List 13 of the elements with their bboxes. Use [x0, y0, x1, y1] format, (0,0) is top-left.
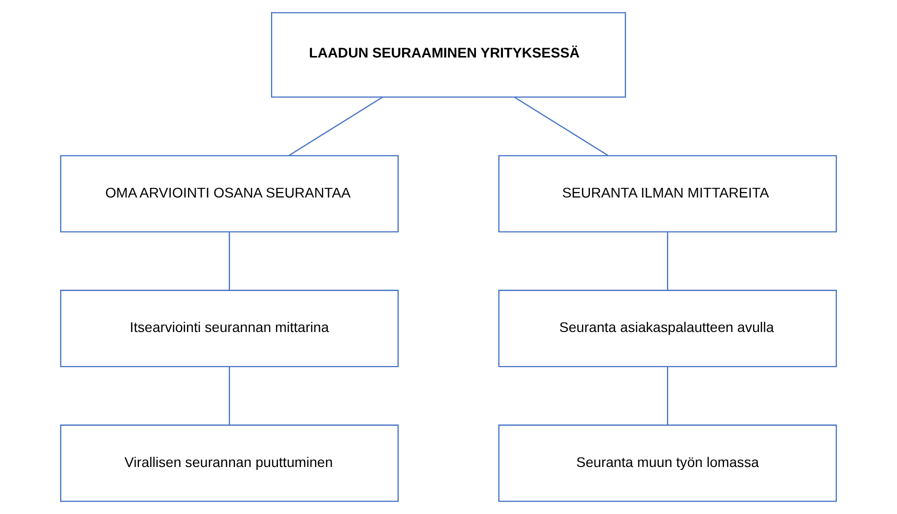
- node-box: Virallisen seurannan puuttuminen: [60, 424, 399, 502]
- node-box: OMA ARVIOINTI OSANA SEURANTAA: [60, 155, 399, 232]
- node-box: LAADUN SEURAAMINEN YRITYKSESSÄ: [271, 12, 626, 98]
- connector: [228, 366, 230, 426]
- node-box: Seuranta muun työn lomassa: [498, 424, 837, 502]
- node-box: Seuranta asiakaspalautteen avulla: [498, 290, 837, 368]
- connector: [288, 96, 383, 156]
- connector: [667, 232, 668, 290]
- connector: [228, 232, 230, 290]
- node-box: SEURANTA ILMAN MITTAREITA: [498, 155, 837, 232]
- node-box: Itsearviointi seurannan mittarina: [60, 290, 399, 368]
- connector: [667, 366, 668, 426]
- connector: [514, 96, 608, 156]
